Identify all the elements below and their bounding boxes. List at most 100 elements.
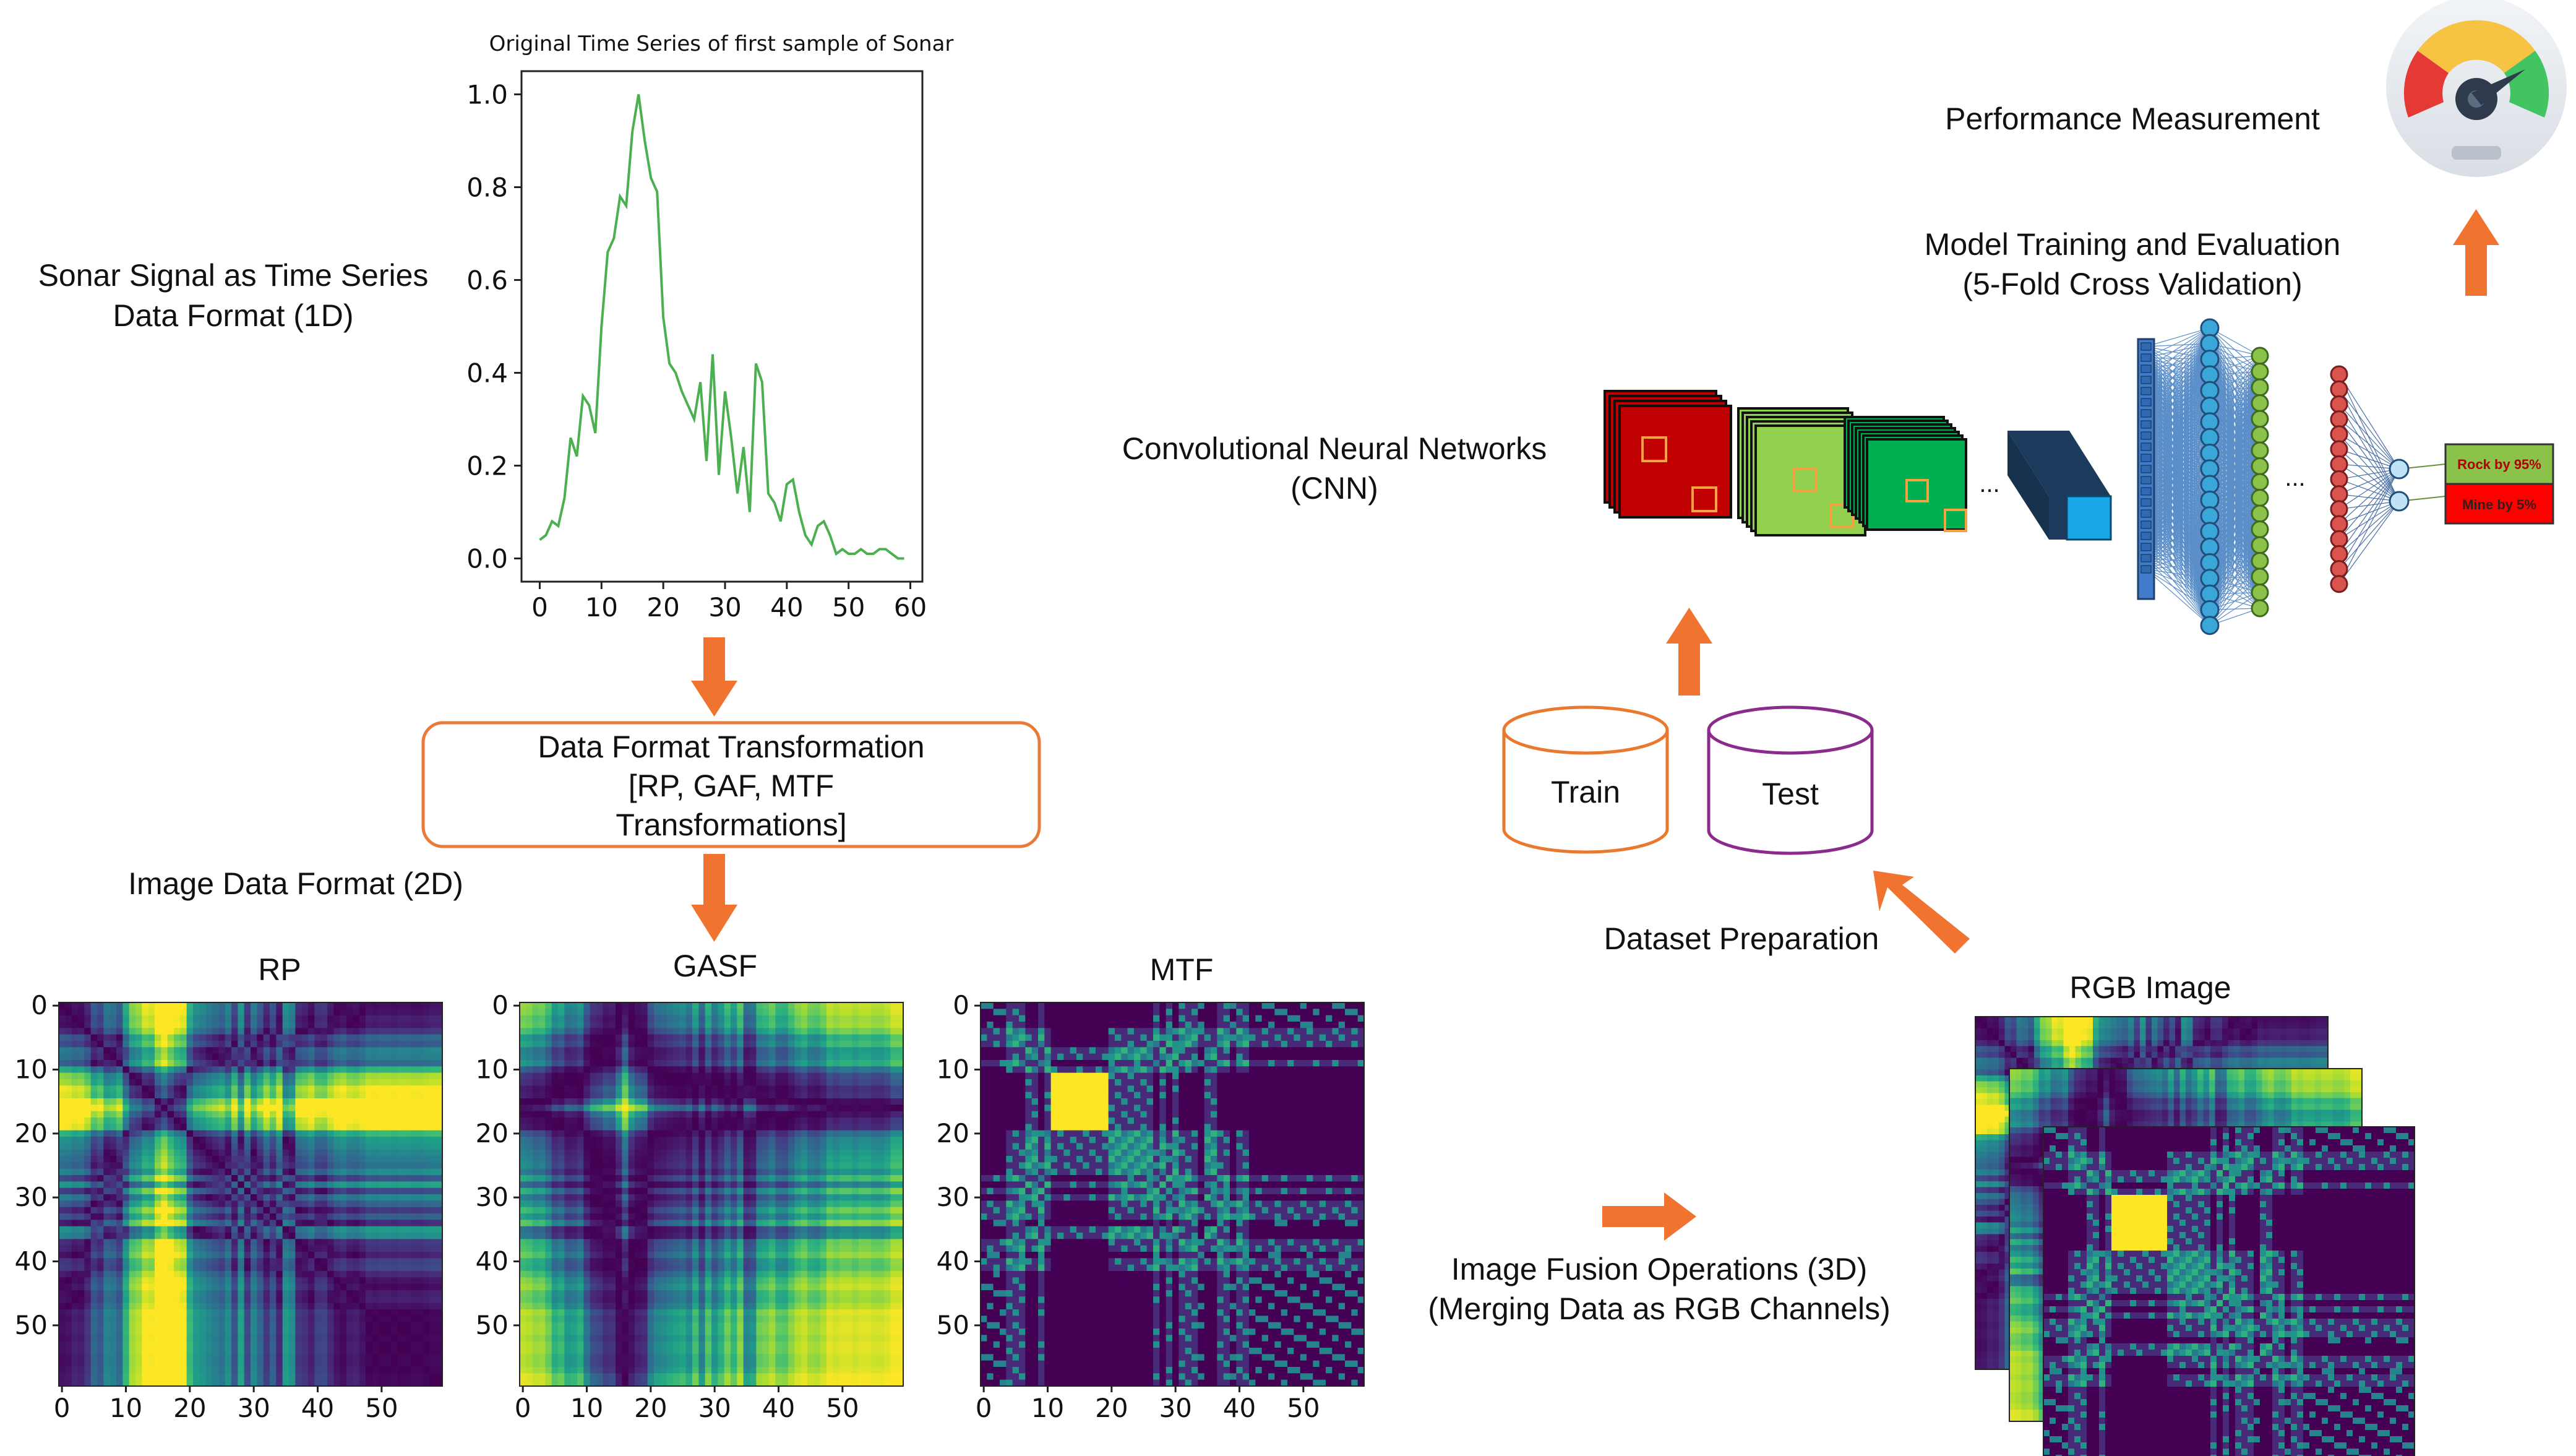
rp-cell bbox=[346, 1098, 353, 1105]
gasf-cell bbox=[846, 1131, 852, 1137]
gasf-cell bbox=[616, 1124, 622, 1131]
rp-cell bbox=[308, 1041, 315, 1048]
gasf-cell bbox=[583, 1047, 590, 1054]
rp-cell bbox=[59, 1092, 66, 1099]
rp-cell bbox=[231, 1009, 238, 1015]
rp-cell bbox=[168, 1373, 174, 1380]
gasf-cell bbox=[641, 1098, 648, 1105]
rp-cell bbox=[218, 1265, 225, 1272]
gasf-cell bbox=[788, 1054, 795, 1061]
gasf-cell bbox=[564, 1124, 571, 1131]
rp-cell bbox=[231, 1162, 238, 1169]
rp-cell bbox=[78, 1092, 85, 1099]
rp-cell bbox=[187, 1150, 194, 1157]
gasf-cell bbox=[788, 1137, 795, 1144]
rp-cell bbox=[314, 1111, 321, 1118]
gasf-cell bbox=[846, 1035, 852, 1041]
rp-cell bbox=[251, 1373, 257, 1380]
rp-cell bbox=[142, 1118, 148, 1124]
rp-cell bbox=[379, 1015, 385, 1022]
rp-cell bbox=[103, 1054, 110, 1061]
rp-cell bbox=[148, 1079, 155, 1086]
rp-cell bbox=[218, 1329, 225, 1335]
rp-cell bbox=[212, 1079, 219, 1086]
rp-cell bbox=[103, 1361, 110, 1368]
rp-cell bbox=[218, 1169, 225, 1176]
gasf-cell bbox=[654, 1054, 661, 1061]
rp-cell bbox=[116, 1380, 123, 1387]
rp-cell bbox=[110, 1194, 117, 1201]
y-tick-label: 40 bbox=[15, 1246, 48, 1277]
gasf-cell bbox=[679, 1009, 686, 1015]
rp-cell bbox=[398, 1239, 405, 1246]
rp-cell bbox=[372, 1169, 379, 1176]
rp-cell bbox=[257, 1309, 264, 1316]
rp-cell bbox=[276, 1246, 283, 1252]
rp-cell bbox=[148, 1200, 155, 1207]
rp-cell bbox=[295, 1047, 302, 1054]
rp-cell bbox=[308, 1322, 315, 1329]
rp-cell bbox=[429, 1162, 436, 1169]
rp-cell bbox=[244, 1207, 251, 1214]
rp-cell bbox=[436, 1035, 443, 1041]
gasf-cell bbox=[820, 1015, 827, 1022]
rp-cell bbox=[206, 1188, 213, 1195]
gasf-cell bbox=[571, 1105, 578, 1111]
gasf-cell bbox=[814, 1009, 820, 1015]
gasf-cell bbox=[820, 1002, 827, 1009]
rp-cell bbox=[423, 1361, 430, 1368]
rp-cell bbox=[436, 1111, 443, 1118]
rp-cell bbox=[103, 1002, 110, 1009]
rp-cell bbox=[78, 1175, 85, 1182]
rp-cell bbox=[155, 1073, 161, 1080]
rp-cell bbox=[212, 1277, 219, 1284]
rp-cell bbox=[59, 1213, 66, 1220]
rp-cell bbox=[212, 1041, 219, 1048]
rp-cell bbox=[314, 1296, 321, 1303]
rp-cell bbox=[180, 1073, 187, 1080]
gasf-cell bbox=[698, 1118, 705, 1124]
gasf-cell bbox=[692, 1085, 699, 1092]
rp-cell bbox=[97, 1361, 104, 1368]
rp-cell bbox=[238, 1303, 244, 1310]
rp-cell bbox=[423, 1175, 430, 1182]
rp-cell bbox=[72, 1092, 79, 1099]
rp-cell bbox=[289, 1348, 296, 1355]
gasf-cell bbox=[897, 1047, 904, 1054]
rp-cell bbox=[289, 1098, 296, 1105]
gasf-cell bbox=[616, 1111, 622, 1118]
gasf-cell bbox=[596, 1022, 603, 1028]
gasf-cell bbox=[788, 1105, 795, 1111]
rp-cell bbox=[168, 1246, 174, 1252]
gasf-cell bbox=[679, 1041, 686, 1048]
rp-cell bbox=[78, 1284, 85, 1291]
rp-cell bbox=[276, 1348, 283, 1355]
rp-cell bbox=[372, 1220, 379, 1226]
rp-cell bbox=[379, 1181, 385, 1188]
gasf-cell bbox=[533, 1143, 539, 1150]
gasf-cell bbox=[737, 1041, 744, 1048]
rp-cell bbox=[366, 1015, 372, 1022]
gasf-cell bbox=[539, 1085, 546, 1092]
rp-cell bbox=[276, 1131, 283, 1137]
gasf-cell bbox=[718, 1118, 724, 1124]
rp-cell bbox=[353, 1092, 359, 1099]
gasf-cell bbox=[539, 1092, 546, 1099]
rp-cell bbox=[231, 1200, 238, 1207]
rp-cell bbox=[65, 1284, 72, 1291]
rp-cell bbox=[314, 1226, 321, 1233]
rp-cell bbox=[116, 1373, 123, 1380]
gasf-cell bbox=[731, 1002, 737, 1009]
rp-cell bbox=[308, 1098, 315, 1105]
rp-cell bbox=[264, 1239, 270, 1246]
gasf-cell bbox=[679, 1073, 686, 1080]
rp-cell bbox=[155, 1002, 161, 1009]
rp-cell bbox=[238, 1143, 244, 1150]
rp-cell bbox=[110, 1188, 117, 1195]
rp-cell bbox=[270, 1309, 277, 1316]
rp-cell bbox=[321, 1041, 328, 1048]
gasf-cell bbox=[635, 1009, 642, 1015]
gasf-cell bbox=[826, 1035, 833, 1041]
rp-cell bbox=[379, 1079, 385, 1086]
gasf-cell bbox=[616, 1015, 622, 1022]
